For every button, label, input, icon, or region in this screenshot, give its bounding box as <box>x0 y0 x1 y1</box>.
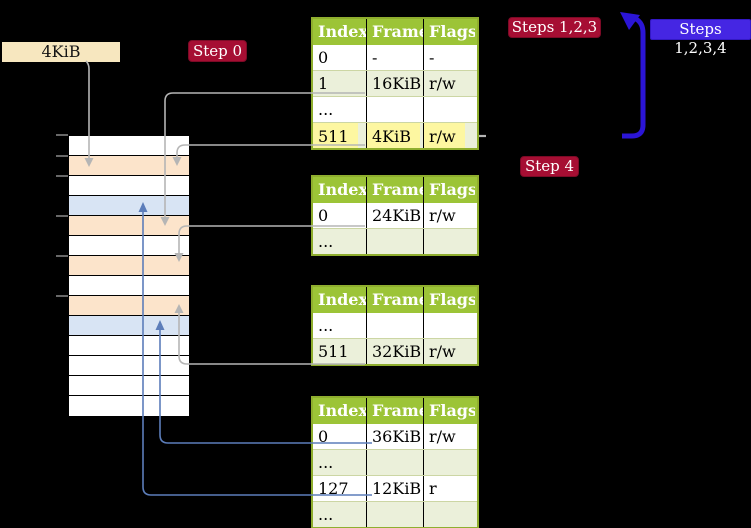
table-cell <box>366 313 423 338</box>
memory-row <box>69 136 189 156</box>
header-cell: Index <box>318 290 366 309</box>
memory-row <box>69 336 189 356</box>
memory-row <box>69 256 189 276</box>
table-cell: 32KiB <box>366 339 423 364</box>
table-cell <box>366 229 423 254</box>
header-cell: Index <box>318 180 366 199</box>
physical-memory-stripe <box>68 135 190 417</box>
header-cell: Frame <box>366 287 423 313</box>
table-cell: r/w <box>423 203 475 228</box>
header-cell: Index <box>318 22 366 41</box>
page-table-level1-a: Index Frame Flags 0 24KiB r/w ... <box>311 175 479 256</box>
table-cell: 16KiB <box>366 71 423 96</box>
table-cell <box>423 97 475 122</box>
memory-row <box>69 236 189 256</box>
highlight: 4KiB <box>367 123 421 148</box>
table-cell: - <box>423 45 475 70</box>
table-cell: 1 <box>318 74 329 93</box>
memory-row <box>69 356 189 376</box>
table-cell: ... <box>318 505 334 524</box>
step4-badge: Step 4 <box>520 156 579 177</box>
table-row: 511 32KiB r/w <box>313 338 477 364</box>
page-table-level1-b: Index Frame Flags ... 511 32KiB r/w <box>311 285 479 366</box>
header-cell: Frame <box>366 398 423 424</box>
table-cell: 0 <box>318 206 329 225</box>
table-cell <box>423 450 475 475</box>
table-cell: r/w <box>423 424 475 449</box>
header-cell: Flags <box>423 398 475 424</box>
memory-row <box>69 376 189 396</box>
header-cell: Frame <box>366 177 423 203</box>
memory-row <box>69 196 189 216</box>
steps1234-badge: Steps 1,2,3,4 <box>650 19 751 57</box>
header-cell: Frame <box>366 19 423 45</box>
memory-scale-ticks <box>56 134 68 297</box>
table-cell: 511 <box>318 342 349 361</box>
page-table-level1-c: Index Frame Flags 0 36KiB r/w ... 127 12… <box>311 396 479 528</box>
memory-row <box>69 316 189 336</box>
table-cell <box>423 502 475 527</box>
memory-row <box>69 396 189 416</box>
memory-row <box>69 216 189 236</box>
header-cell: Flags <box>423 177 475 203</box>
table-row: 0 36KiB r/w <box>313 424 477 449</box>
table-cell: 511 <box>313 123 366 148</box>
table-cell: r/w <box>423 339 475 364</box>
table-row: ... <box>313 449 477 475</box>
table-row-highlighted: 511 4KiB r/w <box>313 122 477 148</box>
memory-size-label: 4KiB <box>2 42 120 62</box>
highlight: 511 <box>313 123 358 148</box>
table-cell: 0 <box>318 427 329 446</box>
table-cell: 12KiB <box>366 476 423 501</box>
table-row: ... <box>313 96 477 122</box>
table-header-row: Index Frame Flags <box>313 19 477 45</box>
table-row: 0 24KiB r/w <box>313 203 477 228</box>
memory-row <box>69 176 189 196</box>
table-cell: ... <box>318 316 334 335</box>
table-cell: 36KiB <box>366 424 423 449</box>
memory-row <box>69 296 189 316</box>
step0-badge: Step 0 <box>188 40 247 62</box>
table-cell: 24KiB <box>366 203 423 228</box>
table-cell <box>366 97 423 122</box>
memory-row <box>69 276 189 296</box>
table-row: 127 12KiB r <box>313 475 477 501</box>
memory-row <box>69 156 189 176</box>
table-cell: 0 <box>318 48 329 67</box>
table-cell: ... <box>318 100 334 119</box>
table-cell: ... <box>318 453 334 472</box>
steps123-badge: Steps 1,2,3 <box>508 17 601 38</box>
table-cell <box>366 502 423 527</box>
table-row: ... <box>313 313 477 338</box>
table-row: ... <box>313 501 477 527</box>
header-cell: Flags <box>423 19 475 45</box>
table-cell: 4KiB <box>366 123 423 148</box>
table-cell: r/w <box>423 71 475 96</box>
header-cell: Index <box>318 401 366 420</box>
steps-loop-arrow <box>620 12 646 139</box>
header-cell: Flags <box>423 287 475 313</box>
table-cell: ... <box>318 232 334 251</box>
table-row: ... <box>313 228 477 254</box>
table-cell: 127 <box>318 479 349 498</box>
highlight: r/w <box>424 123 465 148</box>
table-cell: - <box>366 45 423 70</box>
table-row: 1 16KiB r/w <box>313 70 477 96</box>
table-cell: r/w <box>423 123 475 148</box>
table-row: 0 - - <box>313 45 477 70</box>
table-header-row: Index Frame Flags <box>313 287 477 313</box>
page-table-level2: Index Frame Flags 0 - - 1 16KiB r/w ... … <box>311 17 479 150</box>
table-cell: r <box>423 476 475 501</box>
table-header-row: Index Frame Flags <box>313 177 477 203</box>
table-cell <box>366 450 423 475</box>
table-cell <box>423 229 475 254</box>
table-header-row: Index Frame Flags <box>313 398 477 424</box>
table-cell <box>423 313 475 338</box>
